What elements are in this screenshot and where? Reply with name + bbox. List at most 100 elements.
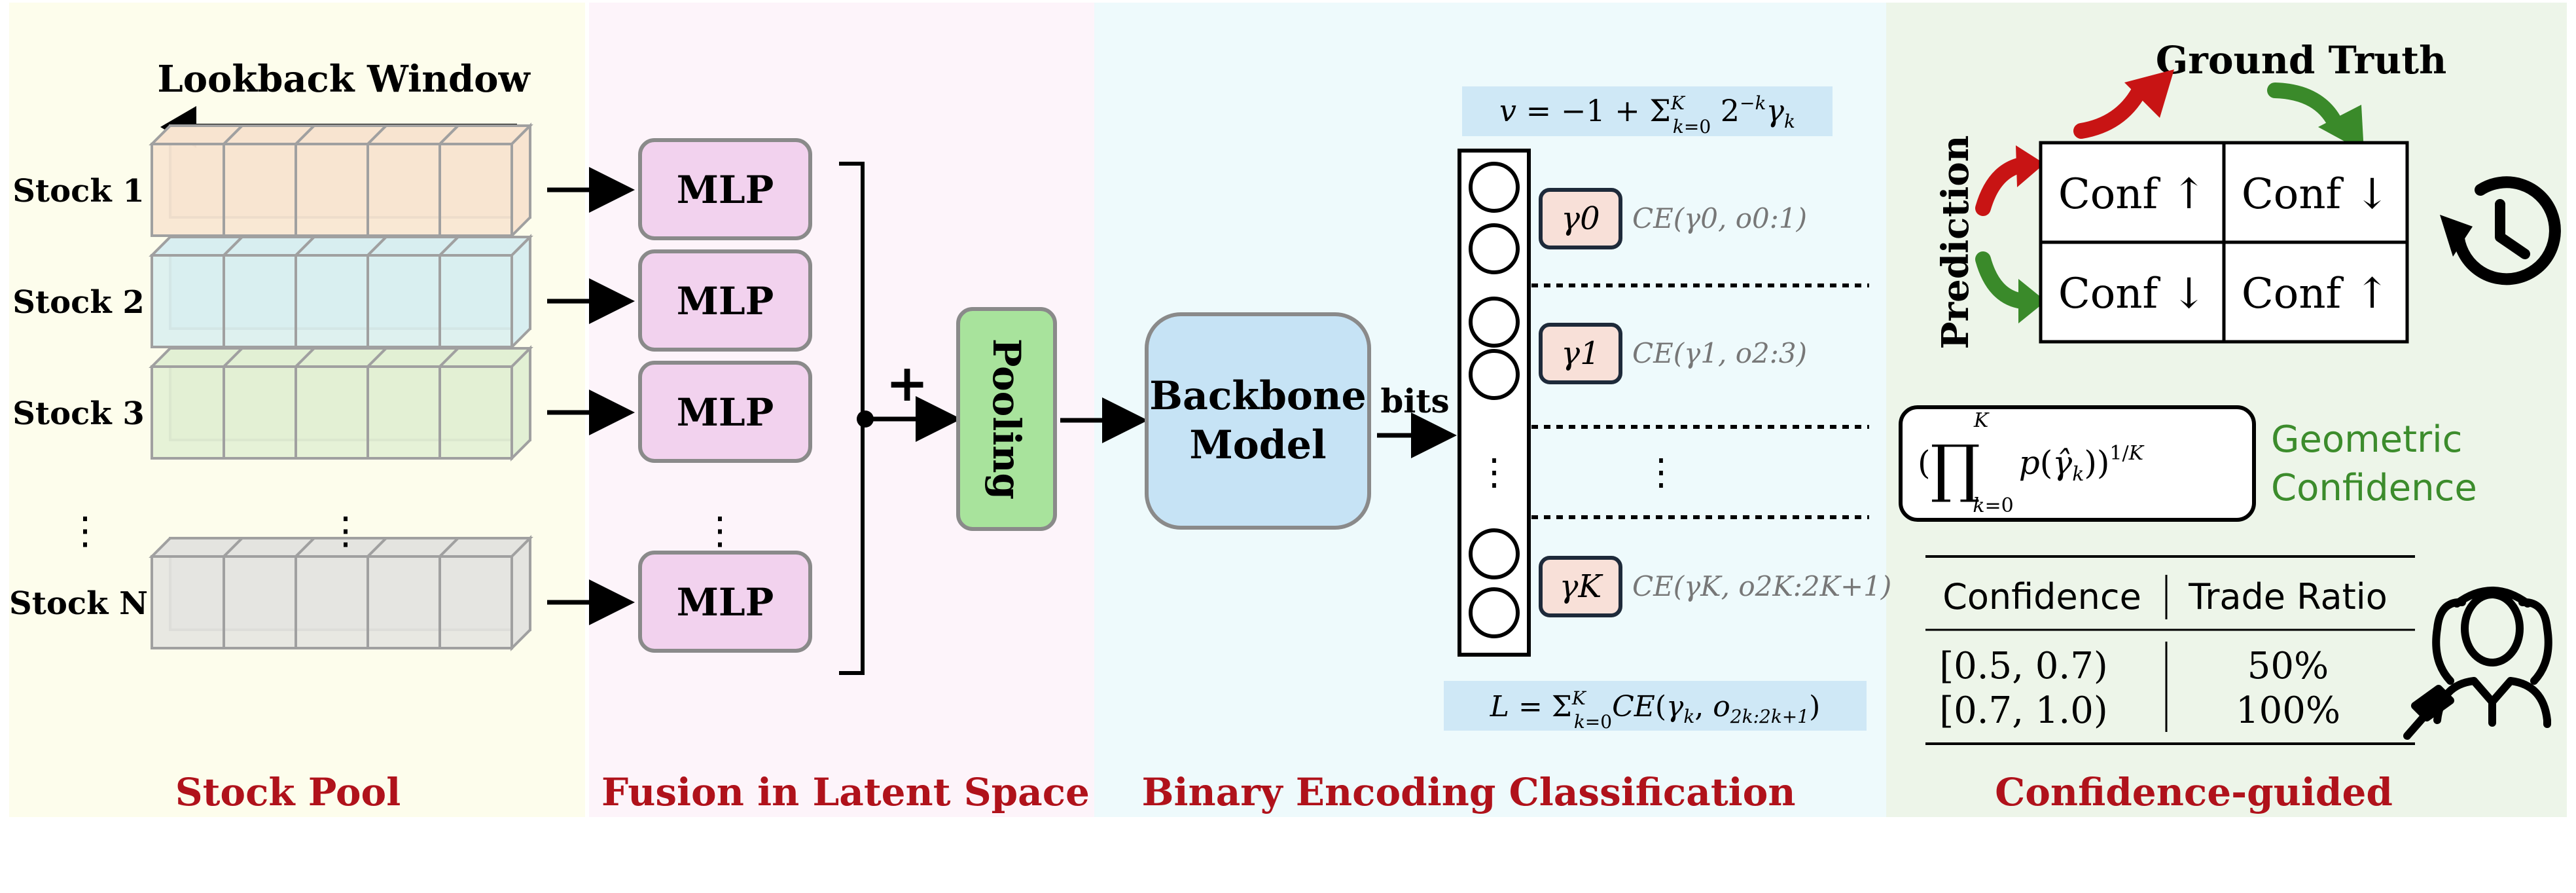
mlp-block: MLP <box>638 249 812 352</box>
bit-circle <box>1469 162 1520 213</box>
mlp-label: MLP <box>677 168 774 212</box>
cell-front-face <box>438 143 513 237</box>
red-arrow-left-icon <box>1975 157 2029 216</box>
gamma-box <box>1539 188 1622 249</box>
table-cell-11: 100% <box>2236 689 2340 732</box>
gamma-box <box>1539 323 1622 384</box>
gamma-row: γ0 CE(γ0, o0:1) <box>1539 188 1807 249</box>
lookback-window-label: Lookback Window <box>157 58 531 101</box>
cell-front-face <box>223 365 297 460</box>
backbone-label-line1: Backbone <box>1149 373 1366 419</box>
table-cell-01: 50% <box>2247 645 2329 687</box>
stock-ellipsis-1: ⋮ <box>66 508 104 553</box>
red-arrow-top-head <box>2124 69 2174 118</box>
trader-avatar-icon <box>2403 587 2552 740</box>
cell-side-face <box>510 122 531 239</box>
table-header-trade-ratio: Trade Ratio <box>2188 576 2388 617</box>
backbone-model-box <box>1145 312 1371 530</box>
bit-circle <box>1469 349 1520 400</box>
stock-pool-title: Stock Pool <box>175 770 401 814</box>
bit-circle <box>1469 223 1520 274</box>
pooling-label: Pooling <box>984 338 1029 500</box>
cell-front-face <box>295 254 369 348</box>
cell-side-face <box>510 234 531 350</box>
cell-front-face <box>295 555 369 649</box>
cell-front-face <box>223 143 297 237</box>
gamma-label: γ1 <box>1561 335 1600 372</box>
gamma-label: γ0 <box>1561 200 1600 237</box>
bit-circle <box>1469 587 1520 638</box>
bit-circles <box>1469 162 1520 638</box>
cell-front-face <box>151 555 225 649</box>
stock-label: Stock N <box>9 585 148 622</box>
binary-title: Binary Encoding Classification <box>1142 770 1796 814</box>
mlp-box <box>638 249 812 352</box>
matrix-cell-01: Conf ↓ <box>2242 170 2389 219</box>
stock-label: Stock 3 <box>12 395 144 432</box>
cell-front-face <box>151 254 225 348</box>
cell-front-face <box>295 143 369 237</box>
mlp-block: MLP <box>638 361 812 463</box>
geometric-formula-box <box>1899 405 2256 522</box>
cell-front-face <box>223 555 297 649</box>
matrix-cell-00: Conf ↑ <box>2058 170 2206 219</box>
red-arrow-top-icon <box>2073 84 2147 139</box>
green-arrow-top-head <box>2318 105 2364 152</box>
mlp-ellipsis: ⋮ <box>701 508 739 553</box>
cell-front-face <box>223 254 297 348</box>
geometric-label-line2: Confidence <box>2271 467 2477 509</box>
red-arrow-left-head <box>2016 145 2045 187</box>
cell-side-face <box>510 345 531 462</box>
cell-side-face <box>510 535 531 651</box>
matrix-cell-10: Conf ↓ <box>2058 270 2206 318</box>
table-header-confidence: Confidence <box>1942 576 2141 617</box>
history-clock-icon <box>2440 176 2561 285</box>
mlp-box <box>638 551 812 653</box>
cell-front-face <box>367 254 441 348</box>
stock-ellipsis-2: ⋮ <box>327 508 365 553</box>
green-arrow-left-icon <box>1975 251 2030 309</box>
table-cell-10: [0.7, 1.0) <box>1939 689 2107 732</box>
stock-row: Stock N <box>9 535 635 651</box>
table-cell-00: [0.5, 0.7) <box>1939 645 2107 687</box>
cell-front-face <box>438 555 513 649</box>
bracket-junction-dot <box>857 410 874 428</box>
mlp-box <box>638 138 812 240</box>
green-arrow-top-icon <box>2267 82 2344 134</box>
mlp-box <box>638 361 812 463</box>
prediction-label: Prediction <box>1934 136 1977 350</box>
backbone-label-line2: Model <box>1189 422 1326 468</box>
matrix-cell-11: Conf ↑ <box>2242 270 2389 318</box>
cell-front-face <box>295 365 369 460</box>
gamma-row: γ1 CE(γ1, o2:3) <box>1539 323 1807 384</box>
bit-circle <box>1469 528 1520 579</box>
cell-front-face <box>151 143 225 237</box>
gamma-label: γK <box>1560 568 1604 605</box>
bit-ellipsis-1: ⋮ <box>1476 451 1512 494</box>
cell-front-face <box>438 365 513 460</box>
ce-label: CE(γ0, o0:1) <box>1632 202 1807 234</box>
green-arrow-left-head <box>2018 279 2046 323</box>
mlp-label: MLP <box>677 390 774 435</box>
ce-label: CE(γ1, o2:3) <box>1632 337 1807 369</box>
cell-front-face <box>151 365 225 460</box>
bit-ellipsis-2: ⋮ <box>1643 451 1679 494</box>
confidence-title: Confidence-guided <box>1995 770 2393 814</box>
mlp-label: MLP <box>677 279 774 323</box>
bit-circle <box>1469 297 1520 348</box>
mlp-block: MLP <box>638 551 812 653</box>
stock-label: Stock 1 <box>12 173 144 210</box>
cell-front-face <box>367 143 441 237</box>
plus-sign: + <box>885 354 928 413</box>
stock-row: Stock 3 <box>12 345 635 462</box>
fusion-title: Fusion in Latent Space <box>601 770 1090 814</box>
bits-label: bits <box>1380 382 1449 420</box>
mlp-boxes: MLP MLP MLP MLP <box>638 138 812 653</box>
cell-front-face <box>367 555 441 649</box>
